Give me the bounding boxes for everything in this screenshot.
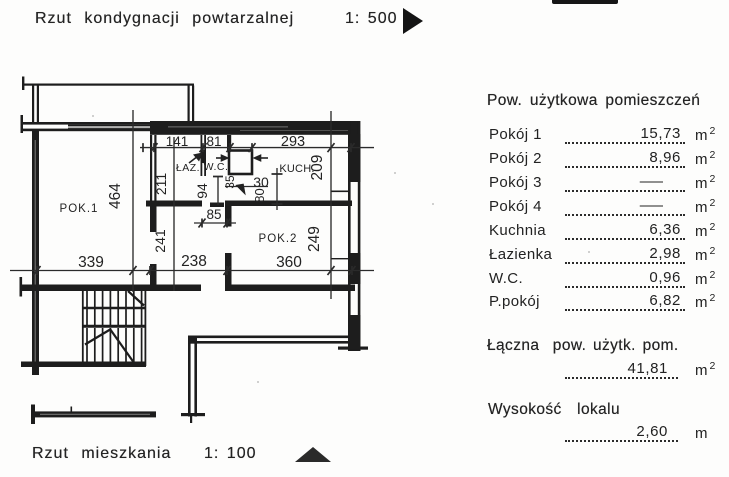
- dotted-leader: [565, 126, 685, 144]
- row-label: Pokój 1: [489, 126, 542, 143]
- row-label: P.pokój: [489, 293, 540, 310]
- dotted-leader: [565, 293, 685, 311]
- row-label: Pokój 3: [489, 174, 542, 191]
- dim-293: 293: [281, 134, 305, 150]
- dim-81: 81: [206, 134, 221, 149]
- dim-94: 94: [194, 183, 210, 199]
- height-label: Wysokość lokalu: [488, 401, 620, 418]
- row-value: —: [639, 197, 664, 214]
- dim-238: 238: [181, 253, 207, 270]
- scan-speck: [588, 251, 590, 253]
- dimension-lines: [10, 110, 374, 299]
- table-title: Pow. użytkowa pomieszczeń: [487, 92, 701, 109]
- staircase: [81, 289, 147, 366]
- dotted-leader: [565, 270, 685, 288]
- scan-speck: [92, 115, 94, 117]
- row-label: Pokój 2: [489, 150, 542, 167]
- door-arrows: [188, 152, 268, 196]
- total-value: 41,81: [627, 360, 668, 377]
- kitchen-door-arrow: [252, 154, 262, 162]
- height-unit: m: [695, 425, 708, 442]
- dim-360: 360: [276, 254, 302, 271]
- room-label-pok2: POK.2: [259, 233, 298, 245]
- dotted-leader: [565, 222, 685, 240]
- row-value: 0,96: [649, 269, 681, 286]
- dim-35: 35: [223, 175, 237, 189]
- scan-speck: [257, 381, 259, 383]
- dim-211: 211: [153, 173, 169, 196]
- row-value: 8,96: [649, 149, 681, 166]
- drawing-scale: 1: 500: [345, 10, 398, 27]
- dotted-leader: [565, 174, 685, 192]
- plan-title: Rzut mieszkania: [32, 445, 172, 462]
- dim-209: 209: [309, 155, 326, 181]
- drawing-title: Rzut kondygnacji powtarzalnej: [35, 10, 295, 27]
- dim-141: 141: [166, 134, 189, 149]
- dim-464: 464: [107, 183, 124, 209]
- ventilation-shaft: [227, 149, 254, 176]
- row-value: 6,82: [649, 292, 681, 309]
- plan-scale: 1: 100: [204, 445, 257, 462]
- height-value: 2,60: [636, 423, 668, 440]
- arrow-up-icon: [295, 447, 331, 462]
- bathroom-door-arrow: [193, 152, 203, 162]
- row-value: 15,73: [640, 125, 681, 142]
- scan-speck: [432, 203, 434, 205]
- room-label-pok1: POK.1: [60, 203, 99, 215]
- row-value: —: [639, 173, 664, 190]
- room-label-kuch: KUCH.: [279, 163, 314, 175]
- dimension-ticks: [32, 142, 357, 276]
- dim-30: 30: [253, 174, 269, 190]
- dotted-leader: [565, 150, 685, 168]
- dim-249: 249: [306, 226, 323, 252]
- dotted-leader: [565, 424, 678, 442]
- row-label: Łazienka: [489, 246, 553, 263]
- scan-edge-bar: [552, 0, 618, 4]
- swing-mark: [235, 183, 246, 196]
- dim-339: 339: [78, 254, 104, 271]
- wc-door-arrow: [220, 154, 230, 162]
- row-label: Kuchnia: [489, 222, 547, 239]
- dim-85: 85: [206, 207, 221, 222]
- plan-labels: POK.1 ŁAZ. W.C. KUCH. POK.2 141 81 293 2…: [60, 134, 326, 271]
- scan-speck: [394, 172, 396, 174]
- dotted-leader: [565, 198, 685, 216]
- row-value: 6,36: [649, 221, 681, 238]
- dotted-leader: [565, 246, 685, 264]
- row-label: W.C.: [489, 270, 524, 287]
- arrow-right-icon: [403, 8, 423, 34]
- dotted-leader: [565, 361, 678, 379]
- row-label: Pokój 4: [489, 198, 542, 215]
- total-label: Łączna pow. użytk. pom.: [487, 337, 679, 354]
- dim-80: 80: [252, 188, 267, 202]
- height-row: 2,60 m: [489, 423, 725, 442]
- room-label-laz: ŁAZ.: [176, 162, 200, 174]
- dim-241: 241: [152, 229, 168, 253]
- room-label-wc: W.C.: [204, 161, 229, 173]
- row-value: 2,98: [649, 245, 681, 262]
